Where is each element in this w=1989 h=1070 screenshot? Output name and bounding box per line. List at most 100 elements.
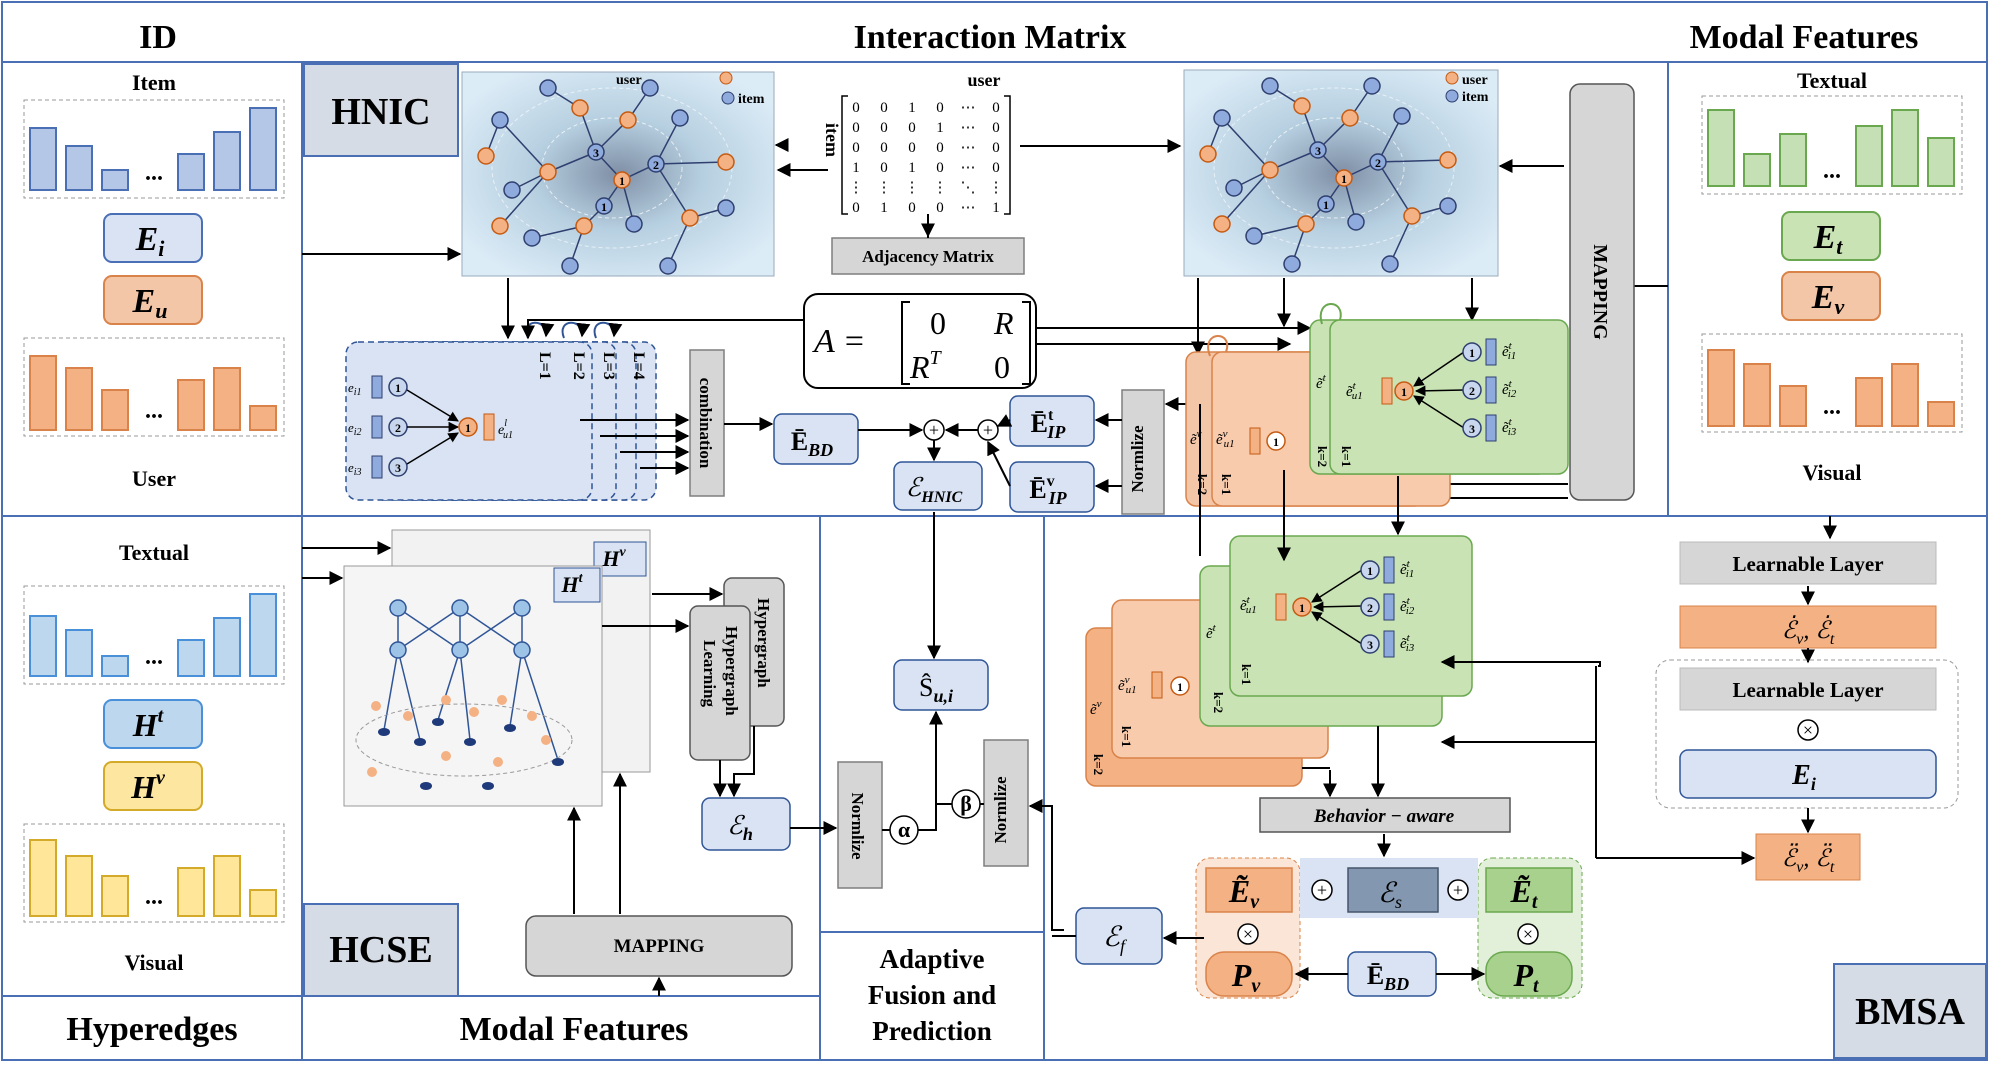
node-1b-right: 1 [1323,198,1329,212]
hyperlearn-front-1: Hypergraph [722,626,741,716]
bmsa-low-node-v: 1 [1177,680,1183,694]
bmsa-item-vector [1383,593,1395,621]
eq-r1c2: R [993,305,1014,341]
bmsa-item-node [1462,418,1482,438]
bmsa-item-vector [1485,414,1497,442]
eu-v-lower-a: ẽv [1090,698,1102,718]
beta-label: β [960,791,972,816]
node-1-right: 1 [1341,172,1347,186]
node-3-right: 3 [1315,144,1321,158]
matrix-cell: 0 [880,140,888,156]
matrix-cell: ⋯ [961,140,976,156]
legend-item-right: item [1462,90,1489,105]
item-bars [29,107,277,191]
hyperlearn-back: Hypergraph [754,598,773,688]
k1-label-lower-o: k=1 [1119,726,1134,747]
ht-box [103,699,203,749]
layer-label-2: L=2 [570,352,587,380]
mapping-box-top [1569,83,1635,501]
adaptive-title-2: Fusion and [868,980,996,1010]
matrix-cell: ⋱ [961,180,976,196]
bmsa-item-node-label: 3 [1469,422,1475,436]
evt-dot-text: ℰ̇v, ℰ̇t [1782,615,1835,648]
matrix-cell: ⋮ [989,180,1004,196]
hnic-label: HNIC [331,91,430,133]
matrix-cell: 0 [992,160,1000,176]
bmsa-label: BMSA [1855,991,1965,1033]
bmsa-item-node-label: 2 [1367,601,1373,615]
matrix-cell: 0 [852,200,860,216]
e-i1-node: 1 [395,381,401,395]
legend-item-left: item [738,92,765,107]
e-i3-node: 3 [395,461,401,475]
matrix-cell: 0 [992,100,1000,116]
et-box [1781,211,1881,261]
eu-text: Eu [132,283,168,323]
layer-label-1: L=1 [536,352,553,380]
ev-tilde-box [1205,867,1293,913]
equation-box [803,293,1037,389]
bmsa-item-node [1462,342,1482,362]
bmsa-item-node [1360,560,1380,580]
legend-user-left: user [616,73,642,88]
plus-es-right-text: + [1453,880,1463,900]
textual-bars-ellipsis: ... [1823,158,1841,184]
matrix-cell: 0 [908,140,916,156]
visual-bars-ellipsis: ... [1823,394,1841,420]
hyper-textual-ellipsis: ... [145,644,163,670]
matrix-cell: ⋯ [961,120,976,136]
k2-label-b: k=2 [1315,446,1330,467]
times-right-text: × [1523,924,1533,944]
matrix-cell: ⋯ [961,100,976,116]
hyper-visual-ellipsis: ... [145,884,163,910]
ht-tag: Ht [560,571,583,597]
es-box [1347,867,1439,913]
times-bmsa-right-text: × [1803,720,1813,740]
times-right [1517,923,1539,945]
ei-text: Ei [135,221,166,261]
ebd-box-hnic [773,413,859,465]
bmsa-item-node-label: 2 [1469,384,1475,398]
bmsa-item-node-label: 1 [1469,346,1475,360]
mapping-label-bottom: MAPPING [614,936,705,957]
matrix-row-label: item [822,123,842,157]
modal-features-title-bottom: Modal Features [460,1011,689,1048]
hyperlearn-front-2: Learning [700,640,719,708]
e-i3-label: ei3 [348,460,362,478]
hnic-label-box [303,63,459,157]
hyperedges-title: Hyperedges [66,1011,237,1048]
bmsa-item-node-label: 1 [1367,564,1373,578]
textual-embedding-box [1701,95,1963,195]
matrix-cell: 0 [936,100,944,116]
matrix-cell: ⋯ [961,200,976,216]
bmsa-item-vector [1383,556,1395,584]
hyper-visual-box [23,823,285,923]
eh-text: ℰh [727,811,753,844]
ef-text: ℰf [1103,922,1128,956]
combination-label: combination [696,378,715,469]
mapping-label-top: MAPPING [1589,244,1611,340]
pv-text: Pv [1231,957,1262,997]
learnable-layer-2 [1679,667,1937,711]
hv-box [103,761,203,811]
matrix-cell: ⋮ [905,180,920,196]
matrix-cell: 0 [908,120,916,136]
k1-label-lower-g: k=1 [1239,664,1254,685]
normalize-box-hnic [1121,389,1165,515]
node-1b-left: 1 [601,200,607,214]
eip-v-box [1009,461,1095,513]
matrix-cell: 0 [992,140,1000,156]
id-title: ID [139,19,177,56]
matrix-cell: ⋮ [933,180,948,196]
behavior-aware-label: Behavior − aware [1313,806,1455,827]
visual-embedding-box [1701,333,1963,433]
